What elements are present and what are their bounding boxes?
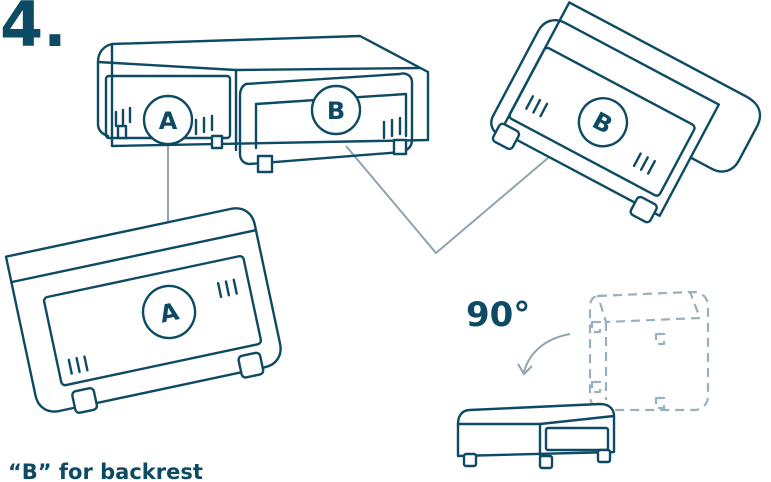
step-number: 4. bbox=[0, 0, 67, 61]
section-b bbox=[238, 72, 414, 174]
label-circle-b-top bbox=[310, 84, 362, 136]
label-circle-a-bottom bbox=[141, 284, 197, 340]
seat-unit-a: A bbox=[4, 207, 282, 414]
connector-b bbox=[345, 145, 549, 255]
label-b-top: B bbox=[327, 97, 345, 125]
backrest-unit: B bbox=[490, 1, 762, 224]
rotation-angle-label: 90° bbox=[466, 295, 531, 335]
label-a-top: A bbox=[159, 107, 178, 135]
label-circle-a-top bbox=[142, 94, 194, 146]
caption-text: “B” for backrest bbox=[8, 460, 203, 482]
rotate-arrow-icon bbox=[523, 333, 571, 373]
label-circle-b-right bbox=[577, 97, 629, 148]
rotation-hint bbox=[456, 290, 710, 470]
sofa-base-unit: A B bbox=[96, 34, 430, 174]
small-seat-unit bbox=[456, 402, 616, 470]
